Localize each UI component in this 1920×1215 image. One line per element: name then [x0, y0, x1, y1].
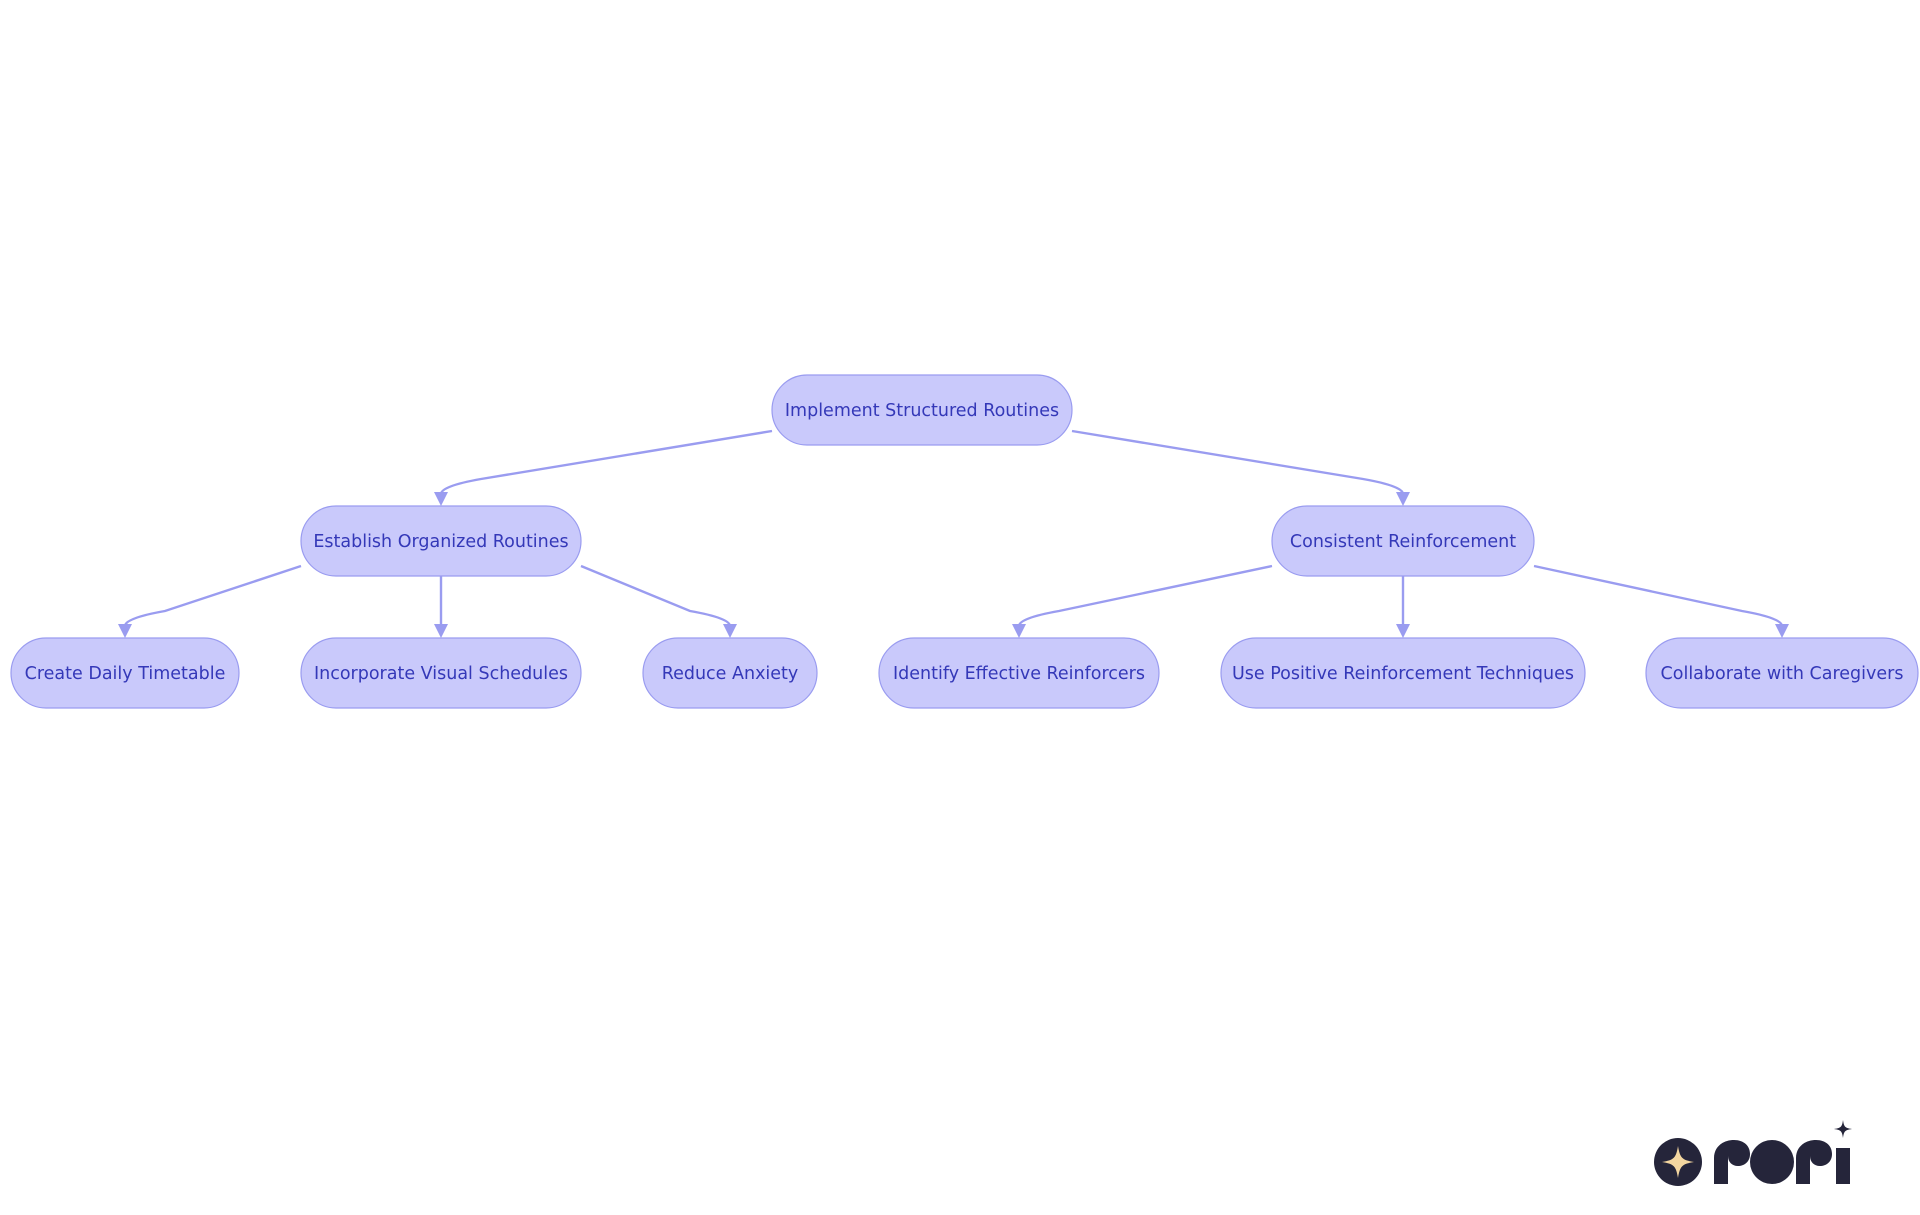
node-create-daily-timetable: Create Daily Timetable — [10, 637, 240, 709]
logo-star-badge-icon — [1654, 1138, 1702, 1186]
node-box — [771, 374, 1073, 446]
arrowhead-visual — [434, 624, 448, 638]
edges-layer — [118, 429, 1789, 638]
edge-organized-to-timetable — [123, 564, 302, 627]
edge-root-to-reinforcement — [1071, 429, 1405, 495]
node-use-positive-reinforcement-techniques: Use Positive Reinforcement Techniques — [1220, 637, 1586, 709]
node-label: Implement Structured Routines — [785, 401, 1059, 421]
node-consistent-reinforcement: Consistent Reinforcement — [1271, 505, 1535, 577]
node-label: Consistent Reinforcement — [1290, 532, 1516, 552]
node-label: Establish Organized Routines — [313, 532, 568, 552]
edge-reinforcement-to-reinforcers — [1017, 564, 1273, 627]
node-label: Use Positive Reinforcement Techniques — [1232, 664, 1574, 684]
node-box — [642, 637, 818, 709]
edge-organized-to-anxiety — [580, 564, 732, 627]
node-identify-effective-reinforcers: Identify Effective Reinforcers — [878, 637, 1160, 709]
node-label: Create Daily Timetable — [25, 664, 226, 684]
node-reduce-anxiety: Reduce Anxiety — [642, 637, 818, 709]
logo-wordmark — [1714, 1140, 1850, 1184]
rori-logo — [1654, 1120, 1852, 1186]
node-incorporate-visual-schedules: Incorporate Visual Schedules — [300, 637, 582, 709]
node-box — [300, 505, 582, 577]
logo-sparkle-icon — [1834, 1120, 1852, 1138]
node-box — [1271, 505, 1535, 577]
arrowhead-reinforcement — [1396, 492, 1410, 506]
node-box — [300, 637, 582, 709]
node-collaborate-with-caregivers: Collaborate with Caregivers — [1645, 637, 1919, 709]
node-label: Incorporate Visual Schedules — [314, 664, 568, 684]
node-label: Reduce Anxiety — [662, 664, 799, 684]
node-implement-structured-routines: Implement Structured Routines — [771, 374, 1073, 446]
arrowhead-organized — [434, 492, 448, 506]
node-box — [10, 637, 240, 709]
arrowhead-caregivers — [1775, 624, 1789, 638]
node-establish-organized-routines: Establish Organized Routines — [300, 505, 582, 577]
node-label: Collaborate with Caregivers — [1661, 664, 1904, 684]
arrowhead-anxiety — [723, 624, 737, 638]
arrowhead-timetable — [118, 624, 132, 638]
node-box — [1220, 637, 1586, 709]
edge-reinforcement-to-caregivers — [1533, 564, 1784, 627]
arrowhead-reinforcers — [1012, 624, 1026, 638]
node-box — [878, 637, 1160, 709]
node-box — [1645, 637, 1919, 709]
arrowhead-positive — [1396, 624, 1410, 638]
node-label: Identify Effective Reinforcers — [893, 664, 1145, 684]
edge-root-to-organized — [439, 429, 773, 495]
